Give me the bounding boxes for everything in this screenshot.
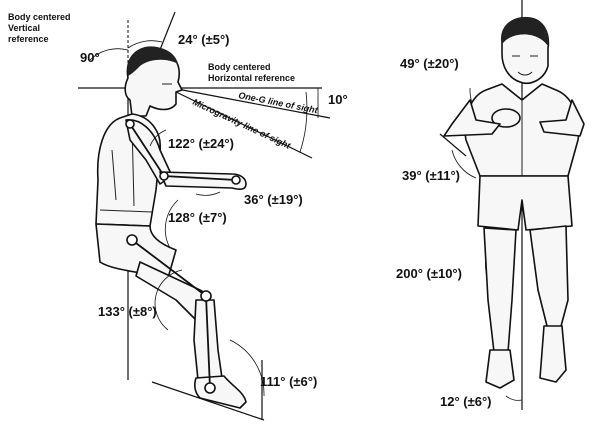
ankle-angle-arc xyxy=(229,339,265,397)
front-arm-angle-label: 39° (±11°) xyxy=(402,168,460,183)
front-foot-angle-label: 12° (±6°) xyxy=(440,394,492,409)
side-hip-joint xyxy=(126,234,138,246)
front-view-labels: 49° (±20°) 39° (±11°) 200° (±10°) 12° (±… xyxy=(396,56,492,409)
side-view-figure xyxy=(78,11,331,421)
front-foot-arc xyxy=(505,395,523,401)
line-of-sight-angle-label: 10° xyxy=(328,92,348,107)
front-held-object xyxy=(491,108,521,128)
vertical-reference-label-line-2: Vertical xyxy=(8,23,40,33)
hip-angle-arc xyxy=(164,199,179,249)
vertical-reference-label-line-3: reference xyxy=(8,34,49,44)
front-arm-angle-line xyxy=(439,133,467,157)
horizontal-reference-label-line-2: Horizontal reference xyxy=(208,73,295,83)
side-belt xyxy=(99,209,153,213)
neck-tilt-angle-label: 24° (±5°) xyxy=(178,32,230,47)
front-face xyxy=(512,55,538,76)
sight-angle-arc xyxy=(299,91,308,153)
microgravity-sight-line xyxy=(171,89,313,159)
side-ankle-joint xyxy=(204,382,216,394)
front-left-boot xyxy=(485,349,515,389)
front-hair xyxy=(501,17,549,46)
side-foot xyxy=(194,375,247,409)
front-left-leg xyxy=(483,227,517,353)
one-g-sight-line xyxy=(171,87,331,119)
hip-angle-label: 128° (±7°) xyxy=(168,210,227,225)
side-wrist-joint xyxy=(231,175,241,185)
knee-angle-arc xyxy=(154,269,183,331)
front-shoulder-angle-label: 49° (±20°) xyxy=(400,56,459,71)
neck-tilt-arc xyxy=(127,40,163,49)
front-right-arm xyxy=(539,99,585,137)
ankle-angle-label: 111° (±6°) xyxy=(260,374,317,389)
elbow-angle-label: 36° (±19°) xyxy=(244,192,303,207)
shoulder-angle-label: 122° (±24°) xyxy=(168,136,234,151)
side-knee-joint xyxy=(200,290,212,302)
side-hair xyxy=(127,46,178,76)
front-right-boot xyxy=(539,325,567,383)
vertical-reference-label-line-1: Body centered xyxy=(8,12,71,22)
side-floor-line xyxy=(151,381,265,421)
side-shorts xyxy=(95,223,177,279)
side-shoulder-joint xyxy=(125,119,135,129)
horizontal-reference-label-line-1: Body centered xyxy=(208,62,271,72)
elbow-angle-arc xyxy=(195,191,221,196)
front-arm-arc xyxy=(451,149,477,179)
head-vertical-angle-label: 90° xyxy=(80,50,100,65)
front-left-arm xyxy=(443,99,501,137)
front-right-leg xyxy=(529,225,569,331)
knee-angle-label: 133° (±8°) xyxy=(98,304,157,319)
shoulder-angle-arc xyxy=(149,129,167,147)
front-view-figure xyxy=(439,0,585,410)
front-shorts xyxy=(477,175,573,231)
head-vertical-arc xyxy=(89,48,129,61)
front-leg-angle-label: 200° (±10°) xyxy=(396,266,462,281)
side-elbow-joint xyxy=(159,171,169,181)
